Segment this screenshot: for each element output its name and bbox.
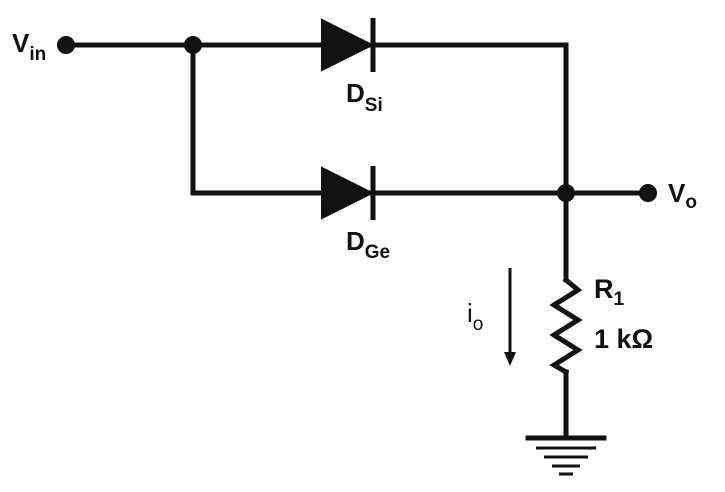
diode-dsi: [321, 18, 376, 72]
ground-icon: [525, 435, 607, 476]
current-arrow: [504, 268, 516, 366]
dsi-label: DSi: [346, 78, 383, 116]
junction-node-left: [184, 36, 202, 54]
r1-label: R1: [594, 274, 625, 310]
junction-node-output: [557, 184, 575, 202]
r1-value-label: 1 kΩ: [594, 324, 653, 354]
vout-label: Vo: [668, 178, 697, 213]
diode-dge: [321, 166, 376, 220]
dge-label: DGe: [346, 226, 390, 263]
vout-terminal: [639, 184, 657, 202]
resistor-r1: [549, 276, 583, 376]
io-label: io: [467, 298, 483, 335]
vin-terminal: [57, 36, 75, 54]
vin-label: Vin: [12, 28, 46, 65]
